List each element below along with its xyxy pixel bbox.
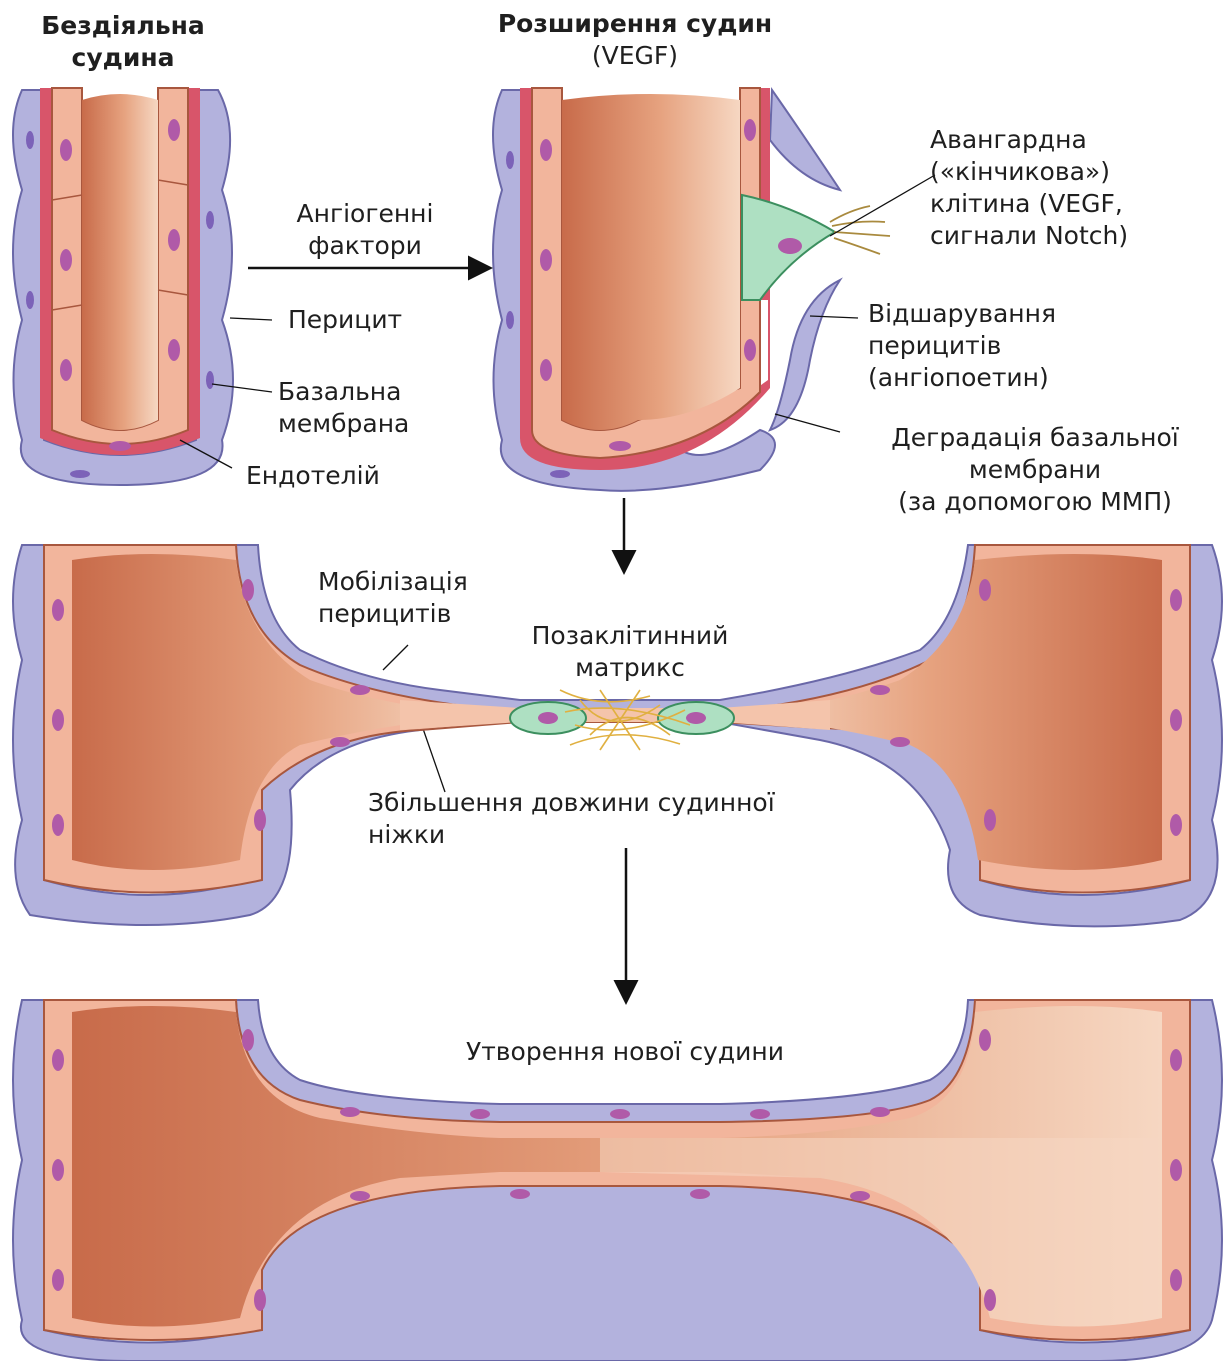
endothelium-label: Ендотелій [246, 460, 380, 492]
angiogenic-factors-line1: Ангіогенні [255, 198, 475, 230]
vasodilation-subtitle: (VEGF) [450, 40, 820, 72]
ecm-label: Позаклітинний матрикс [500, 620, 760, 684]
bm-degradation-line3: (за допомогою ММП) [845, 486, 1225, 518]
tip-cell-line4: сигнали Notch) [930, 220, 1128, 252]
bm-degradation-line2: мембрани [845, 454, 1225, 486]
dilated-vessel [493, 88, 890, 491]
ecm-line1: Позаклітинний [500, 620, 760, 652]
basement-membrane-line1: Базальна [278, 376, 409, 408]
sprouting-vessel [13, 545, 1222, 926]
pericyte-detachment-line3: (ангіопоетин) [868, 362, 1056, 394]
pericyte-detachment-label: Відшарування перицитів (ангіопоетин) [868, 298, 1056, 394]
angiogenic-factors-label: Ангіогенні фактори [255, 198, 475, 262]
vessel-lumen [562, 94, 740, 430]
detached-pericyte-top [770, 90, 840, 190]
angiogenic-factors-line2: фактори [255, 230, 475, 262]
detached-pericyte-bottom [770, 280, 840, 430]
tip-cell-left-nucleus [538, 712, 558, 724]
tip-cell-label: Авангардна («кінчикова») клітина (VEGF, … [930, 124, 1128, 252]
quiescent-vessel [13, 88, 233, 485]
pericyte-label: Перицит [288, 304, 402, 336]
vessel-lumen [82, 94, 158, 430]
basement-membrane-line2: мембрана [278, 408, 409, 440]
pericyte-mobilization-line2: перицитів [318, 598, 468, 630]
tip-cell-line2: («кінчикова») [930, 156, 1128, 188]
pericyte-mobilization-label: Мобілізація перицитів [318, 566, 468, 630]
quiescent-title: Бездіяльна судина [18, 10, 228, 74]
pericyte-detachment-line2: перицитів [868, 330, 1056, 362]
new-vessel-label: Утворення нової судини [400, 1036, 850, 1068]
ecm-line2: матрикс [500, 652, 760, 684]
stalk-elongation-line2: ніжки [368, 819, 775, 851]
stalk-elongation-line1: Збільшення довжини судинної [368, 787, 775, 819]
tip-cell-nucleus [778, 238, 802, 254]
quiescent-title-line2: судина [18, 42, 228, 74]
tip-cell-right-nucleus [686, 712, 706, 724]
bm-degradation-label: Деградація базальної мембрани (за допомо… [845, 422, 1225, 518]
stalk-elongation-label: Збільшення довжини судинної ніжки [368, 787, 775, 851]
pericyte-detachment-line1: Відшарування [868, 298, 1056, 330]
basement-membrane-label: Базальна мембрана [278, 376, 409, 440]
tip-cell-line3: клітина (VEGF, [930, 188, 1128, 220]
tip-cell-line1: Авангардна [930, 124, 1128, 156]
bm-degradation-line1: Деградація базальної [845, 422, 1225, 454]
tip-cell-filopodia [830, 206, 890, 254]
quiescent-title-line1: Бездіяльна [18, 10, 228, 42]
pericyte-mobilization-line1: Мобілізація [318, 566, 468, 598]
vasodilation-title: Розширення судин [450, 8, 820, 40]
